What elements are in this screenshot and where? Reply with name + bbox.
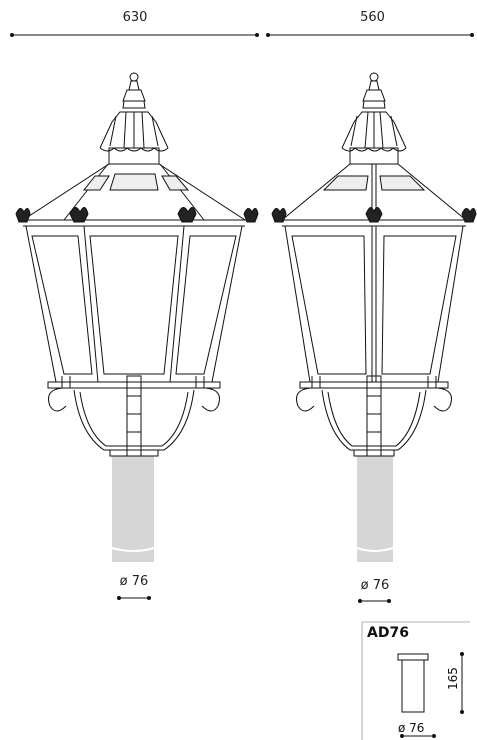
diameter-label-left: ø 76 — [119, 574, 149, 589]
lantern-left — [15, 72, 259, 562]
width-label-left: 630 — [122, 10, 148, 25]
adapter-height-label: 165 — [446, 667, 460, 690]
adapter-diameter-label: ø 76 — [398, 721, 425, 735]
adapter-inset — [361, 621, 470, 740]
width-label-right: 560 — [360, 10, 385, 25]
lantern-right — [271, 72, 477, 562]
adapter-title: AD76 — [367, 625, 409, 641]
diameter-label-right: ø 76 — [360, 578, 390, 593]
